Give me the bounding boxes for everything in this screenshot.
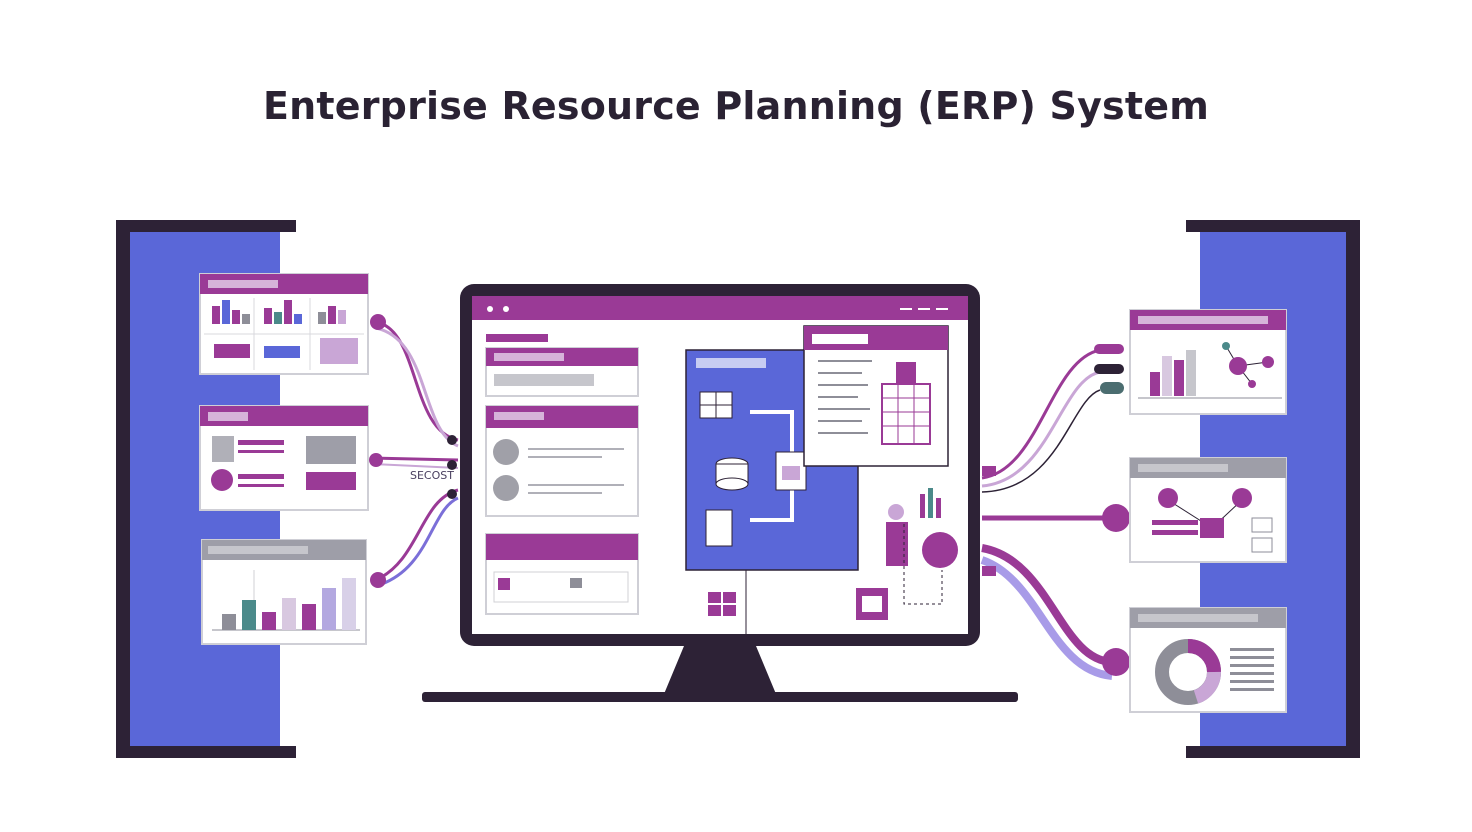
right-connectors <box>980 344 1130 680</box>
donut-chart-icon <box>1155 639 1222 705</box>
document-icon <box>705 509 733 547</box>
bar-chart-icon <box>1150 350 1196 396</box>
warehouse-icon <box>699 391 733 419</box>
folder-icon <box>856 588 888 620</box>
diagram-title: Enterprise Resource Planning (ERP) Syste… <box>262 84 1209 128</box>
network-icon <box>1222 342 1274 388</box>
right-card-network <box>1129 457 1287 563</box>
left-card-analytics <box>201 539 367 645</box>
left-connectors <box>369 314 459 588</box>
settings-list-icon <box>211 436 356 491</box>
monitor <box>422 284 1018 702</box>
right-card-chart <box>1129 309 1287 415</box>
bar-chart-icon <box>222 578 356 630</box>
building-icon <box>881 362 931 445</box>
database-icon <box>715 457 749 491</box>
connector-label: SECOST <box>410 469 454 482</box>
bar-chart-icon <box>212 300 358 364</box>
right-card-donut <box>1129 607 1287 713</box>
network-icon <box>1152 488 1273 553</box>
people-icon <box>886 488 958 605</box>
left-card-settings <box>199 405 369 511</box>
left-card-sales <box>199 273 369 375</box>
